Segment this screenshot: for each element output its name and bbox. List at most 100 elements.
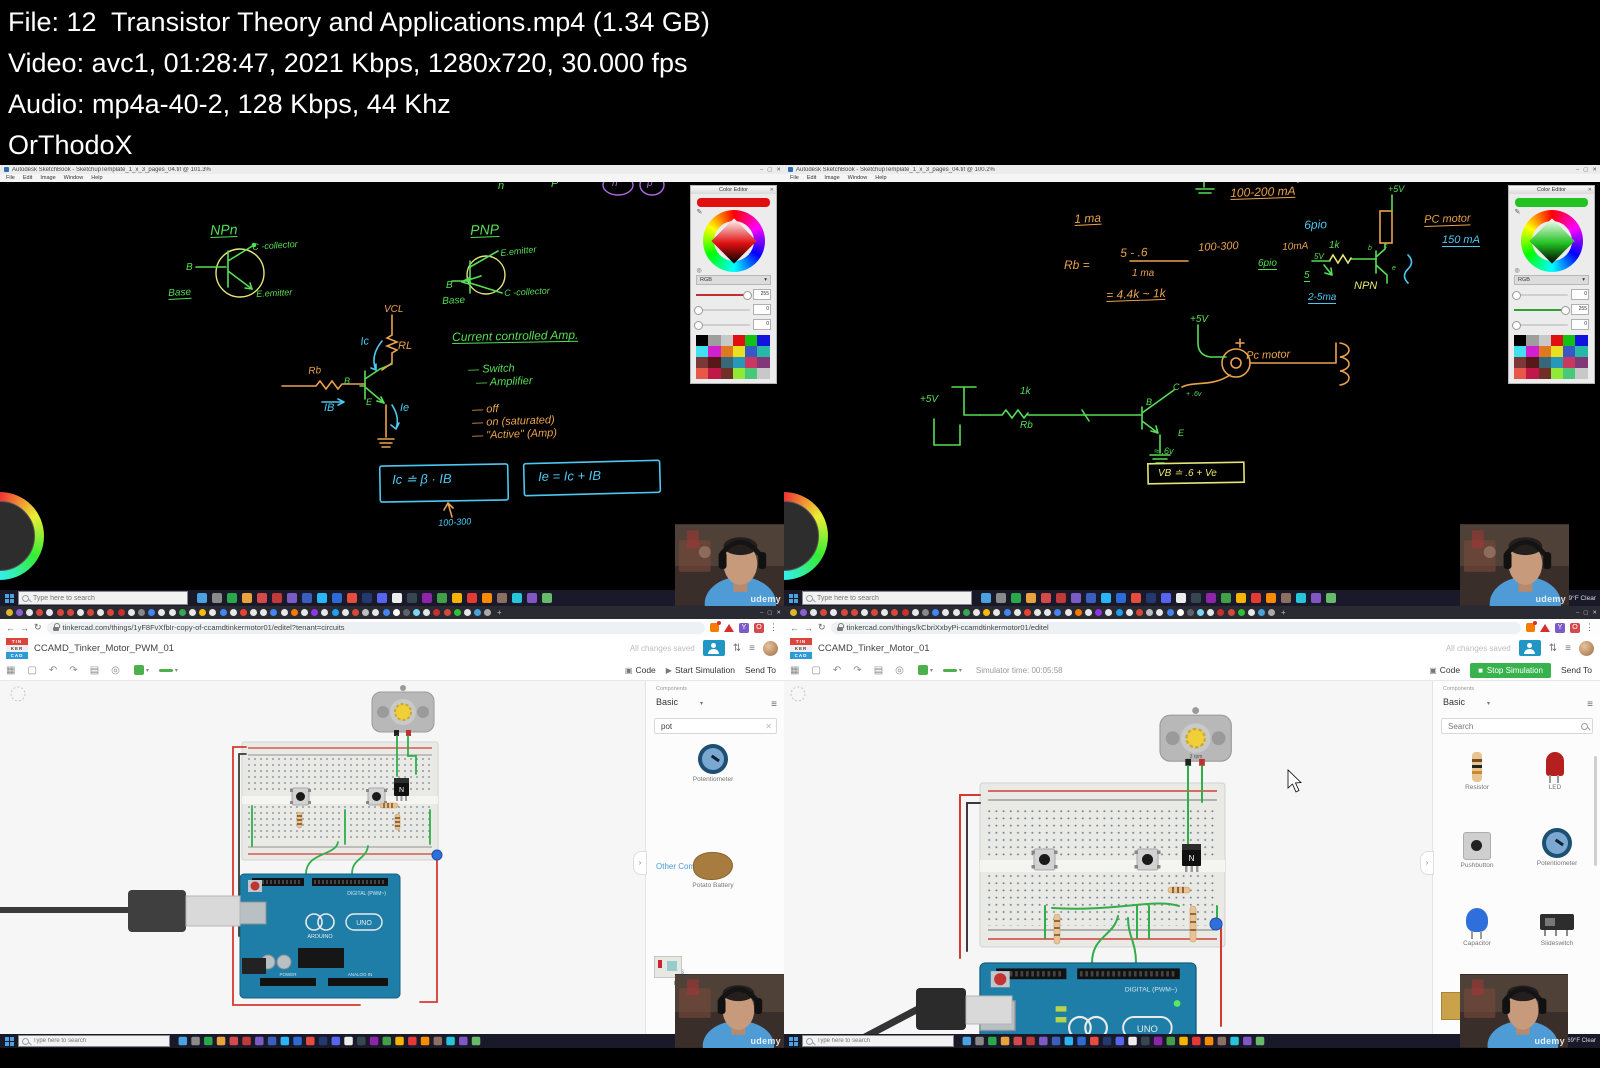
extension-shield-icon[interactable] (1526, 621, 1537, 632)
browser-tab[interactable] (15, 609, 23, 616)
browser-tab[interactable] (464, 609, 472, 616)
taskbar-app-icon[interactable] (241, 1036, 251, 1046)
browser-tab[interactable] (1135, 609, 1143, 616)
browser-tab[interactable] (453, 609, 461, 616)
minimize-icon[interactable]: – (1576, 609, 1580, 616)
start-button[interactable] (789, 1036, 798, 1046)
color-swatch[interactable] (732, 368, 746, 379)
menu-help[interactable]: Help (91, 175, 103, 181)
browser-tab[interactable] (127, 609, 135, 616)
palette-toggle-icon[interactable]: ◎ (696, 268, 702, 274)
integrations-icon[interactable]: ⇅ (732, 642, 742, 654)
browser-tab[interactable] (1237, 609, 1245, 616)
taskbar-app-icon[interactable] (1235, 593, 1246, 603)
taskbar-search[interactable] (18, 1035, 170, 1047)
taskbar-app-icon[interactable] (1265, 593, 1276, 603)
taskbar-app-icon[interactable] (481, 593, 492, 603)
extension-shield-icon[interactable] (710, 621, 721, 632)
taskbar-app-icon[interactable] (1089, 1036, 1099, 1046)
delete-icon[interactable]: ▢ (811, 664, 821, 676)
browser-tab[interactable] (830, 609, 838, 616)
color-swatch[interactable] (1538, 368, 1551, 379)
blue-slider[interactable]: 0 (1512, 319, 1589, 330)
browser-tab[interactable] (1115, 609, 1123, 616)
forward-icon[interactable]: → (804, 622, 813, 633)
taskbar-app-icon[interactable] (241, 593, 252, 603)
taskbar-app-icon[interactable] (1055, 593, 1066, 603)
browser-tab[interactable] (871, 609, 879, 616)
taskbar-app-icon[interactable] (1191, 1036, 1201, 1046)
taskbar-app-icon[interactable] (316, 593, 327, 603)
menu-window[interactable]: Window (847, 175, 868, 181)
sketchbook-lagoon-puck[interactable] (0, 492, 44, 580)
list-view-icon[interactable]: ≡ (1587, 699, 1593, 710)
taskbar-app-icon[interactable] (1217, 1036, 1226, 1046)
taskbar-app-icon[interactable] (1153, 1036, 1162, 1046)
close-icon[interactable]: ✕ (1592, 166, 1597, 173)
back-icon[interactable]: ← (790, 622, 799, 633)
start-button[interactable] (5, 1036, 14, 1046)
taskbar-app-icon[interactable] (1038, 1036, 1048, 1046)
color-swatch[interactable] (1538, 346, 1551, 357)
browser-tab[interactable] (1064, 609, 1072, 616)
profile-badge-o[interactable]: O (754, 622, 764, 633)
page-url[interactable]: tinkercad.com/things/1yF8FvXfbIr-copy-of… (62, 623, 345, 632)
browser-tab[interactable] (901, 609, 909, 616)
user-avatar[interactable] (763, 640, 778, 656)
wire-style-select[interactable] (942, 668, 957, 672)
taskbar-app-icon[interactable] (280, 1036, 289, 1046)
browser-tab[interactable] (922, 609, 930, 616)
menu-edit[interactable]: Edit (806, 175, 817, 181)
browser-tab[interactable] (962, 609, 970, 616)
taskbar-app-icon[interactable] (1250, 593, 1261, 603)
taskbar-search[interactable] (802, 591, 972, 605)
taskbar-app-icon[interactable] (1013, 1036, 1022, 1046)
start-button[interactable] (5, 593, 14, 603)
color-swatch[interactable] (1526, 368, 1539, 379)
browser-tab[interactable] (433, 609, 441, 616)
taskbar-app-icon[interactable] (256, 593, 267, 603)
browser-tab[interactable] (117, 609, 125, 616)
browser-tab[interactable] (1085, 609, 1093, 616)
component-slideswitch[interactable]: Slideswitch (1525, 908, 1589, 947)
taskbar-app-icon[interactable] (286, 593, 297, 603)
browser-tab[interactable] (881, 609, 889, 616)
color-swatch[interactable] (745, 357, 758, 368)
taskbar-app-icon[interactable] (1000, 1036, 1009, 1046)
taskbar-app-icon[interactable] (1076, 1036, 1086, 1046)
menu-help[interactable]: Help (875, 175, 887, 181)
menu-image[interactable]: Image (824, 175, 840, 181)
taskbar-app-icon[interactable] (318, 1036, 327, 1046)
browser-tab[interactable] (301, 609, 309, 616)
color-swatch[interactable] (732, 346, 746, 357)
browser-tab[interactable] (1054, 609, 1062, 616)
zoom-fit-icon[interactable]: ◎ (111, 664, 120, 676)
taskbar-app-icon[interactable] (1085, 593, 1096, 603)
green-value[interactable]: 255 (1571, 304, 1589, 315)
taskbar-app-icon[interactable] (1242, 1036, 1252, 1046)
taskbar-app-icon[interactable] (1205, 593, 1216, 603)
delete-icon[interactable]: ▢ (27, 664, 37, 676)
browser-tab[interactable] (351, 609, 359, 616)
color-swatch[interactable] (1526, 357, 1539, 368)
undo-icon[interactable]: ↶ (832, 664, 842, 676)
browser-tab[interactable] (382, 609, 390, 616)
taskbar-app-icon[interactable] (541, 593, 552, 603)
taskbar-search-input[interactable] (815, 593, 959, 603)
browser-tab[interactable] (484, 609, 492, 616)
taskbar-app-icon[interactable] (369, 1036, 378, 1046)
close-icon[interactable]: ✕ (769, 187, 774, 193)
send-to-button[interactable]: Send To (744, 665, 776, 675)
share-button[interactable] (1518, 640, 1541, 656)
taskbar-app-icon[interactable] (458, 1036, 468, 1046)
taskbar-app-icon[interactable] (1310, 593, 1321, 603)
taskbar-app-icon[interactable] (226, 593, 237, 603)
browser-tab[interactable] (1197, 609, 1205, 616)
color-swatch[interactable] (1514, 357, 1527, 368)
eyedropper-icon[interactable]: ✎ (1514, 209, 1521, 216)
browser-tab[interactable] (107, 609, 115, 616)
color-swatch[interactable] (720, 335, 733, 346)
taskbar-app-icon[interactable] (254, 1036, 264, 1046)
color-swatch[interactable] (1550, 368, 1564, 379)
taskbar-app-icon[interactable] (511, 593, 522, 603)
